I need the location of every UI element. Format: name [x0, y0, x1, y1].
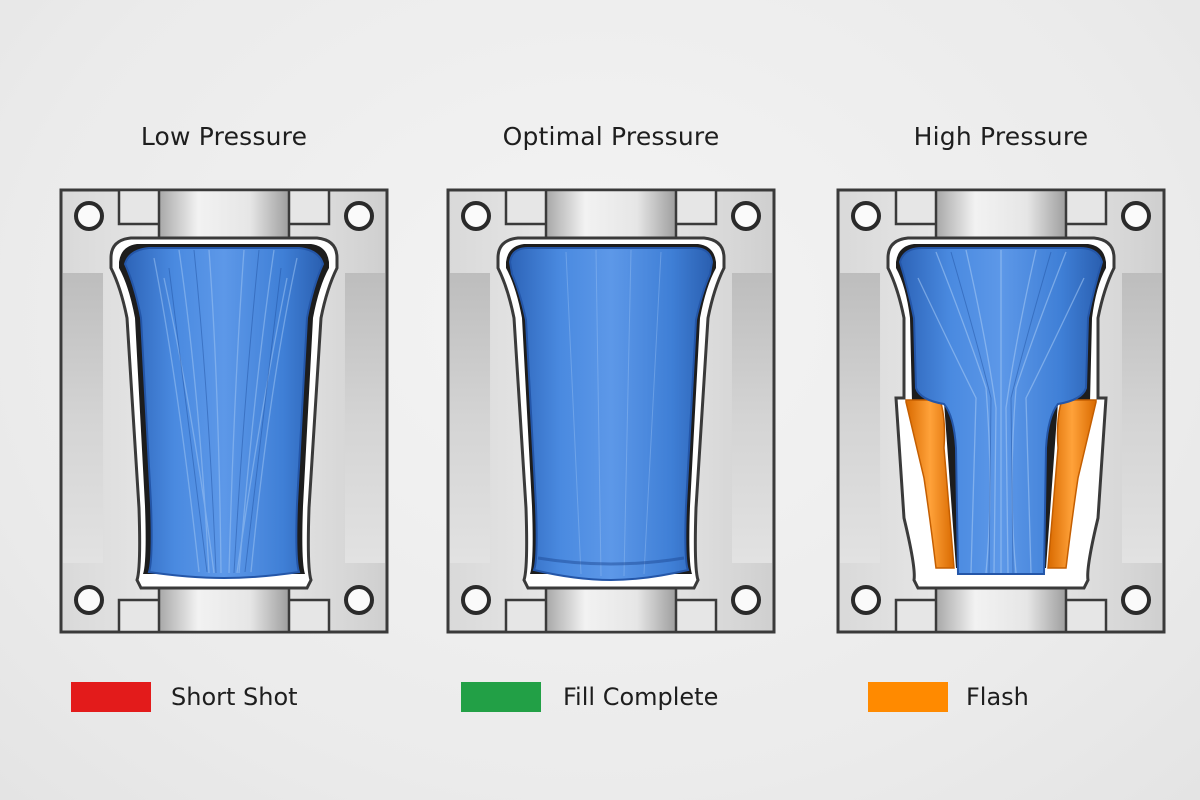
melt-fill-short-shot: [123, 247, 325, 580]
melt-fill-complete: [508, 247, 714, 582]
mold-diagram-low-pressure: [59, 188, 389, 634]
legend-item-short-shot: Short Shot: [59, 682, 389, 712]
bolt-hole-icon: [851, 201, 881, 231]
panel-optimal-pressure: Optimal Pressure Fill Complete: [446, 0, 776, 800]
legend-label: Short Shot: [171, 683, 298, 711]
bolt-hole-icon: [74, 201, 104, 231]
flash-leak: [905, 399, 955, 569]
legend-swatch-red: [71, 682, 151, 712]
mold-diagram-high-pressure: [836, 188, 1166, 634]
legend-swatch-orange: [868, 682, 948, 712]
legend-label: Fill Complete: [563, 683, 719, 711]
legend-item-flash: Flash: [836, 682, 1166, 712]
bolt-hole-icon: [461, 201, 491, 231]
mold-diagram-optimal-pressure: [446, 188, 776, 634]
legend-item-fill-complete: Fill Complete: [446, 682, 776, 712]
panel-title: High Pressure: [913, 122, 1089, 151]
panel-low-pressure: Low Pressure Short Shot: [59, 0, 389, 800]
legend-label: Flash: [966, 683, 1029, 711]
panel-title: Low Pressure: [140, 122, 308, 151]
panel-title: Optimal Pressure: [502, 122, 720, 151]
legend-swatch-green: [461, 682, 541, 712]
panel-high-pressure: High Pressure Flash: [836, 0, 1166, 800]
